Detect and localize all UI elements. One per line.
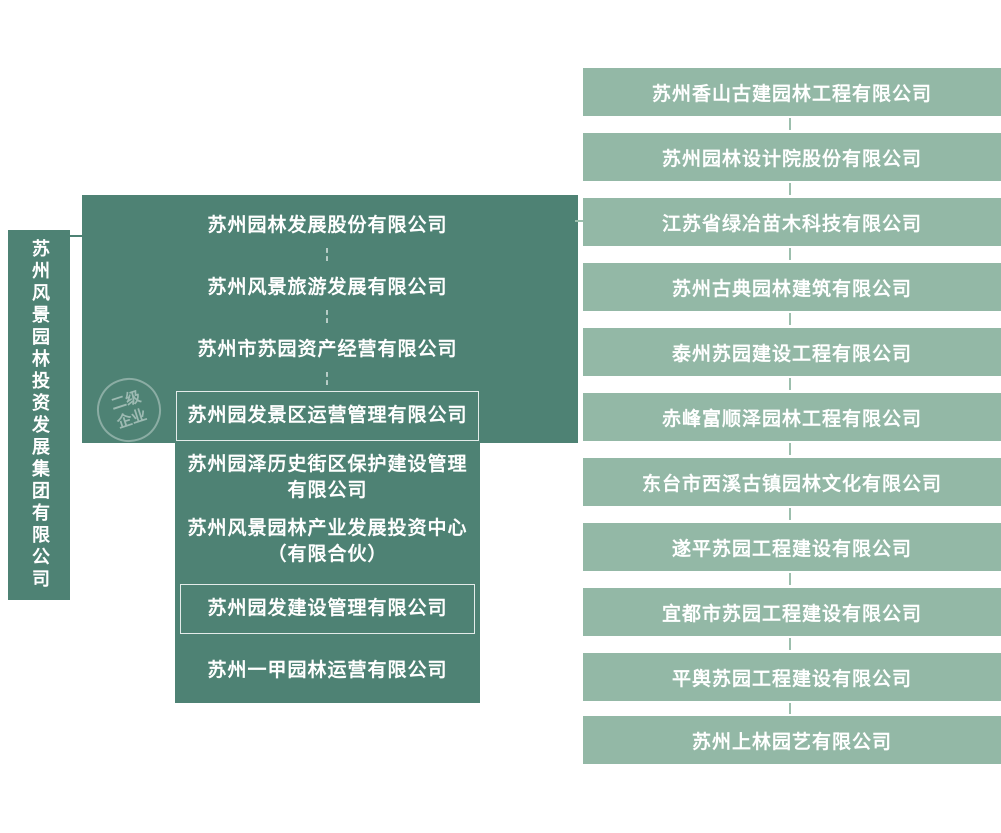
right-company-box: 苏州古典园林建筑有限公司 bbox=[583, 263, 1001, 311]
mid-company-box: 苏州一甲园林运营有限公司 bbox=[207, 659, 448, 682]
dashed-connector bbox=[789, 508, 791, 520]
dashed-connector bbox=[789, 638, 791, 650]
dashed-connector bbox=[789, 443, 791, 455]
dashed-connector bbox=[326, 248, 328, 261]
right-company-box: 宜都市苏园工程建设有限公司 bbox=[583, 588, 1001, 636]
right-company-box: 苏州园林设计院股份有限公司 bbox=[583, 133, 1001, 181]
dashed-connector bbox=[326, 310, 328, 323]
right-company-box: 赤峰富顺泽园林工程有限公司 bbox=[583, 393, 1001, 441]
right-company-box: 东台市西溪古镇园林文化有限公司 bbox=[583, 458, 1001, 506]
root-company-box: 苏州风景园林投资发展集团有限公司 bbox=[8, 230, 70, 600]
dashed-connector bbox=[789, 313, 791, 325]
mid-company-box: 苏州风景旅游发展有限公司 bbox=[207, 276, 448, 299]
mid-company-box: 苏州市苏园资产经营有限公司 bbox=[197, 338, 458, 361]
mid-company-box-bordered: 苏州园发景区运营管理有限公司 bbox=[176, 391, 479, 441]
dashed-connector bbox=[789, 118, 791, 130]
dashed-connector bbox=[575, 220, 586, 222]
right-company-box: 泰州苏园建设工程有限公司 bbox=[583, 328, 1001, 376]
dashed-connector bbox=[326, 372, 328, 385]
mid-company-box: 苏州园泽历史街区保护建设管理 有限公司 bbox=[187, 453, 468, 501]
mid-company-box: 苏州风景园林产业发展投资中心 （有限合伙） bbox=[187, 517, 468, 565]
mid-company-box: 苏州园林发展股份有限公司 bbox=[207, 214, 448, 237]
dashed-connector bbox=[789, 703, 791, 714]
right-company-box: 遂平苏园工程建设有限公司 bbox=[583, 523, 1001, 571]
right-company-box: 平舆苏园工程建设有限公司 bbox=[583, 653, 1001, 701]
dashed-connector bbox=[789, 378, 791, 390]
right-company-box: 苏州香山古建园林工程有限公司 bbox=[583, 68, 1001, 116]
root-company-label: 苏州风景园林投资发展集团有限公司 bbox=[29, 239, 50, 591]
right-company-box: 苏州上林园艺有限公司 bbox=[583, 716, 1001, 764]
root-connector-line bbox=[68, 235, 82, 237]
right-company-box: 江苏省绿冶苗木科技有限公司 bbox=[583, 198, 1001, 246]
mid-company-box-bordered: 苏州园发建设管理有限公司 bbox=[180, 584, 475, 634]
dashed-connector bbox=[789, 183, 791, 195]
middle-panel-lower bbox=[175, 443, 480, 703]
dashed-connector bbox=[789, 248, 791, 260]
dashed-connector bbox=[789, 573, 791, 585]
